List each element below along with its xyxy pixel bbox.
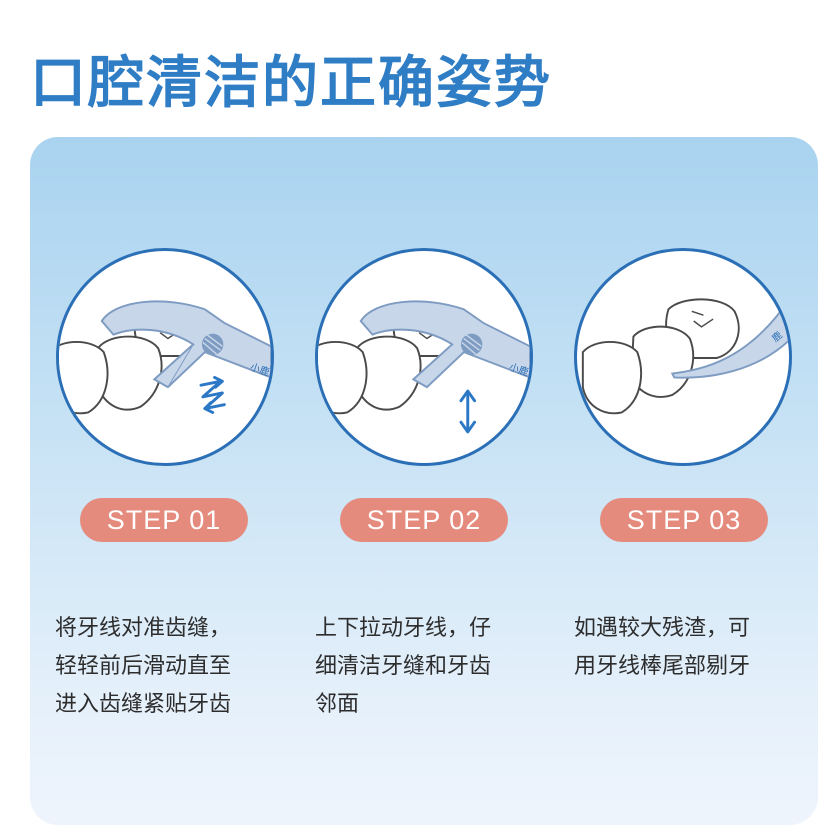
vertical-double-arrow-icon <box>459 389 477 434</box>
page-title: 口腔清洁的正确姿势 <box>30 51 552 116</box>
zigzag-arrow-icon <box>199 375 226 414</box>
step-2-description: 上下拉动牙线，仔 细清洁牙缝和牙齿 邻面 <box>315 610 535 724</box>
pick-tail-icon <box>670 297 789 379</box>
step-2-badge: STEP 02 <box>340 498 508 542</box>
step-3-illustration: 鹿 <box>574 248 792 466</box>
step-3-floss-pick-image: 鹿 <box>581 297 789 415</box>
step-2-floss-pick-image: 小鹿 <box>318 300 530 434</box>
step-3-description: 如遇较大残渣，可 用牙线棒尾部剔牙 <box>574 610 794 686</box>
step-1-line-3: 进入齿缝紧贴牙齿 <box>55 692 232 717</box>
step-2-line-2: 细清洁牙缝和牙齿 <box>315 654 492 679</box>
step-3-badge: STEP 03 <box>600 498 768 542</box>
step-2-illustration: 小鹿 <box>315 248 533 466</box>
step-3-line-2: 用牙线棒尾部剔牙 <box>574 654 751 679</box>
step-2-line-1: 上下拉动牙线，仔 <box>315 616 492 641</box>
step-1-description: 将牙线对准齿缝， 轻轻前后滑动直至 进入齿缝紧贴牙齿 <box>55 610 275 724</box>
step-1-floss-pick-image: 小鹿 <box>59 300 271 415</box>
step-3-line-1: 如遇较大残渣，可 <box>574 616 751 641</box>
step-1-badge: STEP 01 <box>80 498 248 542</box>
step-1-line-1: 将牙线对准齿缝， <box>55 616 232 641</box>
step-1-line-2: 轻轻前后滑动直至 <box>55 654 232 679</box>
step-1-illustration: 小鹿 <box>56 248 274 466</box>
step-2-line-3: 邻面 <box>315 692 360 717</box>
